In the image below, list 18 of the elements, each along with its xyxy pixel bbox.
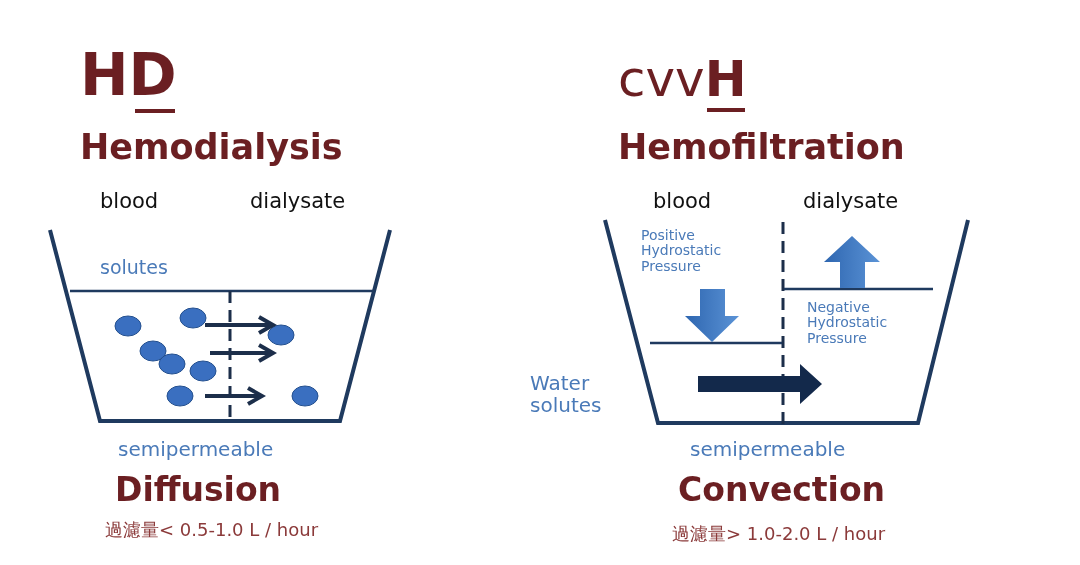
flow-rate-note: 過濾量> 1.0-2.0 L / hour xyxy=(672,524,886,544)
compartment-label: dialysate xyxy=(250,190,346,214)
compartment-label: blood xyxy=(653,190,712,214)
compartment-label: blood xyxy=(100,190,159,214)
mechanism-label: Convection xyxy=(678,472,886,509)
pressure-label: Negative Hydrostatic Pressure xyxy=(807,300,889,347)
mechanism-label: Diffusion xyxy=(115,472,282,509)
flow-label: Water solutes xyxy=(530,372,603,416)
heading: Hemodialysis xyxy=(80,128,343,167)
heading-abbreviation: HD xyxy=(80,44,177,108)
membrane-label: semipermeable xyxy=(690,438,846,460)
solute-label: solutes xyxy=(100,257,168,278)
membrane-label: semipermeable xyxy=(118,438,274,460)
pressure-label: Positive Hydrostatic Pressure xyxy=(641,228,723,275)
heading: Hemofiltration xyxy=(618,128,905,167)
compartment-label: dialysate xyxy=(803,190,899,214)
flow-rate-note: 過濾量< 0.5-1.0 L / hour xyxy=(105,520,319,540)
heading-abbreviation: cvvH xyxy=(618,52,747,107)
